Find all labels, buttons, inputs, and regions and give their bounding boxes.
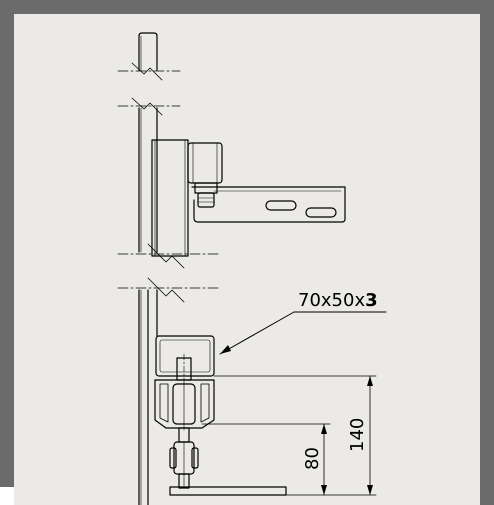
dimension-140	[213, 375, 377, 496]
bracket-slot-2	[305, 207, 337, 218]
post-top-segment	[138, 32, 158, 71]
post-sleeve	[151, 139, 189, 257]
bracket-slot-1	[265, 200, 297, 211]
roller-carriage	[154, 353, 215, 431]
post-lower-segment	[138, 289, 158, 505]
bottom-left-gap	[0, 487, 14, 505]
roller-stem	[169, 427, 199, 489]
rectangular-tube	[155, 335, 215, 377]
dimension-80-label: 80	[302, 447, 323, 470]
tube-size-label: 70x50x3	[298, 290, 378, 311]
tube-size-text: 70x50x	[298, 290, 365, 311]
break-symbol-lower	[117, 243, 219, 303]
tube-leader	[219, 311, 387, 355]
dimension-140-label: 140	[347, 418, 368, 452]
tube-size-thickness: 3	[365, 290, 378, 311]
break-symbol-upper	[117, 62, 181, 116]
bolt-assembly	[187, 142, 223, 208]
floor-plate	[169, 486, 287, 496]
support-bracket	[191, 186, 346, 223]
dimension-80	[201, 423, 331, 496]
drawing-paper	[14, 14, 480, 505]
post-middle-segment	[138, 107, 158, 253]
